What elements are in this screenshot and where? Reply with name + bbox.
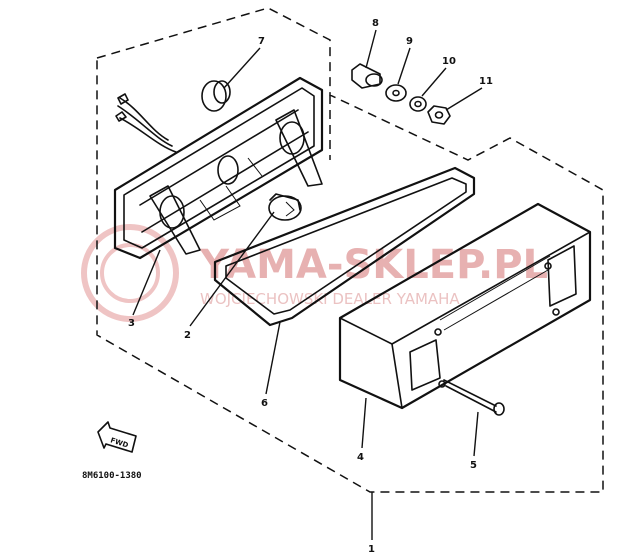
callout-6: 6 <box>261 398 268 409</box>
spring-washer <box>409 96 427 112</box>
callout-5: 5 <box>470 460 477 471</box>
stud-collar <box>351 63 383 89</box>
callout-4: 4 <box>357 452 364 463</box>
callout-8: 8 <box>372 18 379 29</box>
leader-lines <box>132 29 483 540</box>
callout-10: 10 <box>442 56 456 67</box>
gasket <box>213 166 476 327</box>
watermark: YAMA-SKLEP.PL WOJCIECHOWSKI DEALER YAMAH… <box>81 224 548 322</box>
watermark-subtitle: WOJCIECHOWSKI DEALER YAMAHA <box>200 290 460 308</box>
assembly-boundary <box>96 7 604 493</box>
flat-washer <box>385 84 407 102</box>
bulb <box>268 193 302 221</box>
screw <box>443 379 505 416</box>
callout-7: 7 <box>258 36 265 47</box>
forward-arrow-icon: FWD <box>97 421 137 453</box>
watermark-title: YAMA-SKLEP.PL <box>199 242 548 288</box>
grommet <box>201 80 231 112</box>
callout-1: 1 <box>368 544 375 555</box>
nut <box>427 105 451 125</box>
lens <box>338 202 592 410</box>
callout-3: 3 <box>128 318 135 329</box>
callout-2: 2 <box>184 330 191 341</box>
wire-harness <box>115 93 177 153</box>
part-code: 8M6100-1380 <box>82 471 142 481</box>
watermark-logo-inner <box>100 243 160 303</box>
watermark-logo <box>81 224 179 322</box>
tail-light-housing <box>113 76 324 260</box>
callout-9: 9 <box>406 36 413 47</box>
callout-11: 11 <box>479 76 493 87</box>
